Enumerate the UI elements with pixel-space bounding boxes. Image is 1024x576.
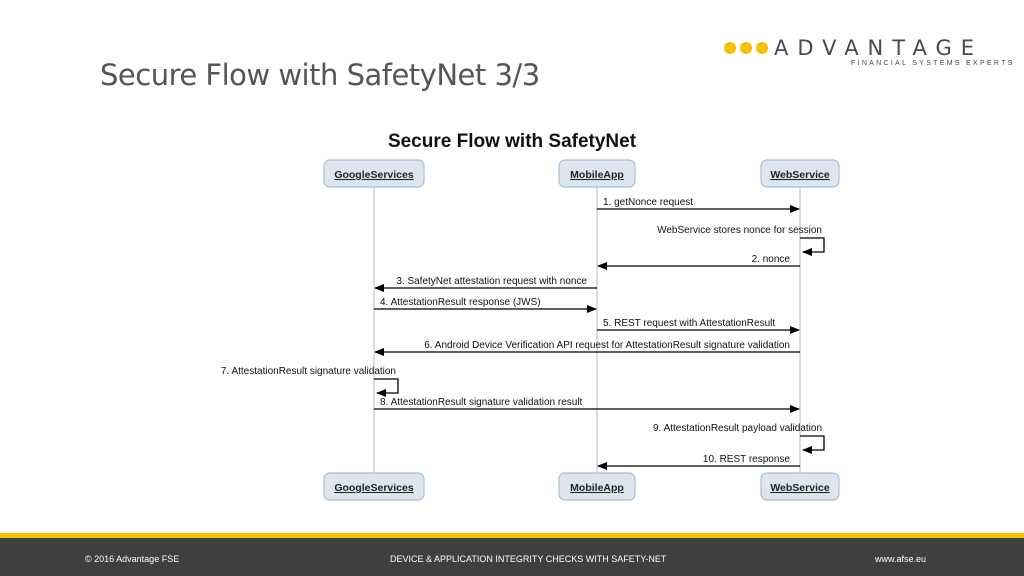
svg-text:MobileApp: MobileApp [570,169,624,181]
logo-wordmark: ADVANTAGE [774,36,983,60]
slide-title: Secure Flow with SafetyNet 3/3 [100,58,540,92]
message-11: 10. REST response [597,454,800,470]
message-1: 1. getNonce request [597,197,800,213]
message-6: 5. REST request with AttestationResult [597,318,800,334]
footer-url: www.afse.eu [875,554,927,564]
footer-accent-bar [0,533,1024,538]
message-label: 2. nonce [752,254,791,265]
logo-dots-icon [724,42,768,54]
sequence-diagram: Secure Flow with SafetyNet GoogleService… [221,131,840,501]
message-9: 8. AttestationResult signature validatio… [374,397,800,413]
participant-mobileapp-top: MobileApp [558,159,636,188]
message-label: 5. REST request with AttestationResult [603,318,775,329]
message-label: 1. getNonce request [603,197,693,208]
svg-text:WebService: WebService [770,482,829,494]
participant-googleservices-top: GoogleServices [323,159,425,188]
participant-googleservices-bottom: GoogleServices [323,472,425,501]
message-3: 2. nonce [597,254,800,270]
message-label: 4. AttestationResult response (JWS) [380,297,541,308]
footer-copyright: © 2016 Advantage FSE [85,554,180,564]
message-8: 7. AttestationResult signature validatio… [221,366,399,397]
message-label: 10. REST response [703,454,791,465]
footer: © 2016 Advantage FSE DEVICE & APPLICATIO… [0,538,1024,576]
message-label: 3. SafetyNet attestation request with no… [396,276,587,287]
message-4: 3. SafetyNet attestation request with no… [374,276,597,292]
svg-text:WebService: WebService [770,169,829,181]
message-7: 6. Android Device Verification API reque… [374,340,800,356]
participant-webservice-top: WebService [760,159,840,188]
company-logo: ADVANTAGE FINANCIAL SYSTEMS EXPERTS [724,36,1012,72]
participant-webservice-bottom: WebService [760,472,840,501]
message-label: 7. AttestationResult signature validatio… [221,366,396,377]
footer-subject: DEVICE & APPLICATION INTEGRITY CHECKS WI… [390,554,667,564]
message-10: 9. AttestationResult payload validation [653,423,825,454]
svg-text:MobileApp: MobileApp [570,482,624,494]
message-5: 4. AttestationResult response (JWS) [374,297,597,313]
message-label: 8. AttestationResult signature validatio… [380,397,583,408]
svg-text:GoogleServices: GoogleServices [334,169,414,181]
logo-tagline: FINANCIAL SYSTEMS EXPERTS [851,60,1015,67]
message-label: WebService stores nonce for session [657,225,822,236]
participant-mobileapp-bottom: MobileApp [558,472,636,501]
message-label: 6. Android Device Verification API reque… [424,340,790,351]
diagram-title: Secure Flow with SafetyNet [388,131,637,152]
message-label: 9. AttestationResult payload validation [653,423,822,434]
message-2: WebService stores nonce for session [657,225,825,256]
svg-text:GoogleServices: GoogleServices [334,482,414,494]
